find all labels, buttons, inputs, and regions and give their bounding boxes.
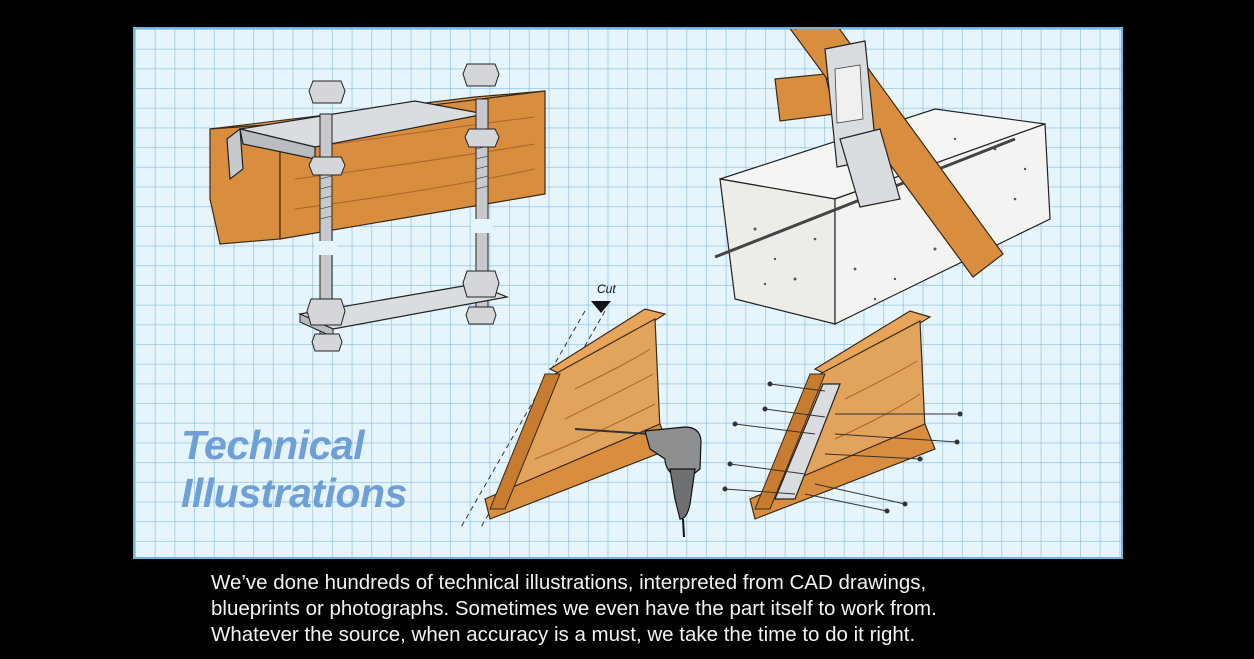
title-line-2: Illustrations xyxy=(181,470,407,516)
illustration-panel: Cut xyxy=(133,27,1123,559)
page-title: Technical Illustrations xyxy=(181,421,407,517)
illustrations-artwork: Cut xyxy=(209,29,1051,538)
cut-label: Cut xyxy=(597,282,616,296)
i-joist-hanger-nailing-illustration xyxy=(722,310,963,520)
bolted-bracket-on-beam-illustration xyxy=(209,63,546,352)
i-joist-drilling-illustration: Cut xyxy=(459,282,702,538)
caption-text: We’ve done hundreds of technical illustr… xyxy=(211,570,1111,648)
caption-line-2: blueprints or photographs. Sometimes we … xyxy=(211,597,937,620)
caption-line-3: Whatever the source, when accuracy is a … xyxy=(211,623,916,646)
caption-line-1: We’ve done hundreds of technical illustr… xyxy=(211,571,927,594)
title-line-1: Technical xyxy=(181,422,365,468)
rafter-tie-on-concrete-wall-illustration xyxy=(714,29,1051,325)
